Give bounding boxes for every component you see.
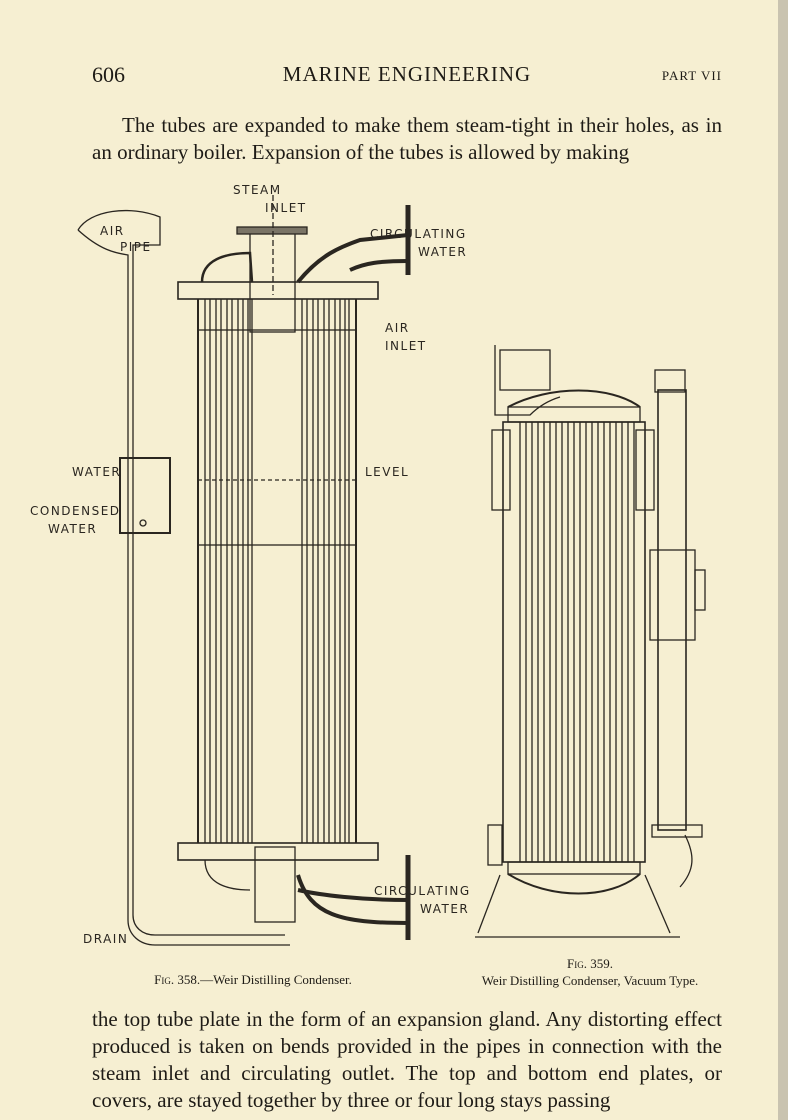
caption-fig-358-text: —Weir Distilling Condenser. — [200, 972, 352, 987]
part-label: PART VII — [661, 68, 722, 83]
label-water-level-2: LEVEL — [365, 465, 409, 479]
label-steam: STEAM — [233, 183, 282, 197]
page-edge-shadow — [778, 0, 788, 1120]
label-water-bottom: WATER — [420, 902, 469, 916]
label-circulating-bottom: CIRCULATING — [374, 884, 471, 898]
label-water-level-1: WATER — [72, 465, 121, 479]
label-drain: DRAIN — [83, 932, 128, 946]
label-pipe: PIPE — [120, 240, 152, 254]
page-header: 606 MARINE ENGINEERING PART VII — [92, 62, 722, 92]
paragraph-bottom: the top tube plate in the form of an exp… — [92, 1007, 722, 1112]
label-inlet: INLET — [265, 201, 307, 215]
page-number: 606 — [92, 62, 125, 87]
caption-fig-359-number: Fig. 359. — [567, 956, 613, 971]
caption-fig-359: Fig. 359. Weir Distilling Condenser, Vac… — [450, 955, 730, 989]
label-air-inlet-2: INLET — [385, 339, 427, 353]
label-condensed-2: WATER — [48, 522, 97, 536]
fig358-drawing — [77, 195, 411, 946]
paragraph-top: The tubes are expanded to make them stea… — [92, 113, 722, 164]
label-circulating-top: CIRCULATING — [370, 227, 467, 241]
running-title: MARINE ENGINEERING — [282, 62, 532, 86]
label-condensed-1: CONDENSED — [30, 504, 121, 518]
fig359-drawing — [475, 345, 706, 938]
label-air-inlet-1: AIR — [385, 321, 410, 335]
caption-fig-358: Fig. 358.—Weir Distilling Condenser. — [118, 972, 388, 988]
caption-fig-359-text: Weir Distilling Condenser, Vacuum Type. — [481, 973, 699, 988]
figures-area: STEAM INLET AIR PIPE CIRCULATING WATER A… — [30, 175, 760, 950]
label-air: AIR — [100, 224, 125, 238]
caption-fig-358-number: Fig. 358. — [154, 972, 201, 987]
label-water-top: WATER — [418, 245, 467, 259]
condenser-drawings: STEAM INLET AIR PIPE CIRCULATING WATER A… — [30, 183, 706, 946]
